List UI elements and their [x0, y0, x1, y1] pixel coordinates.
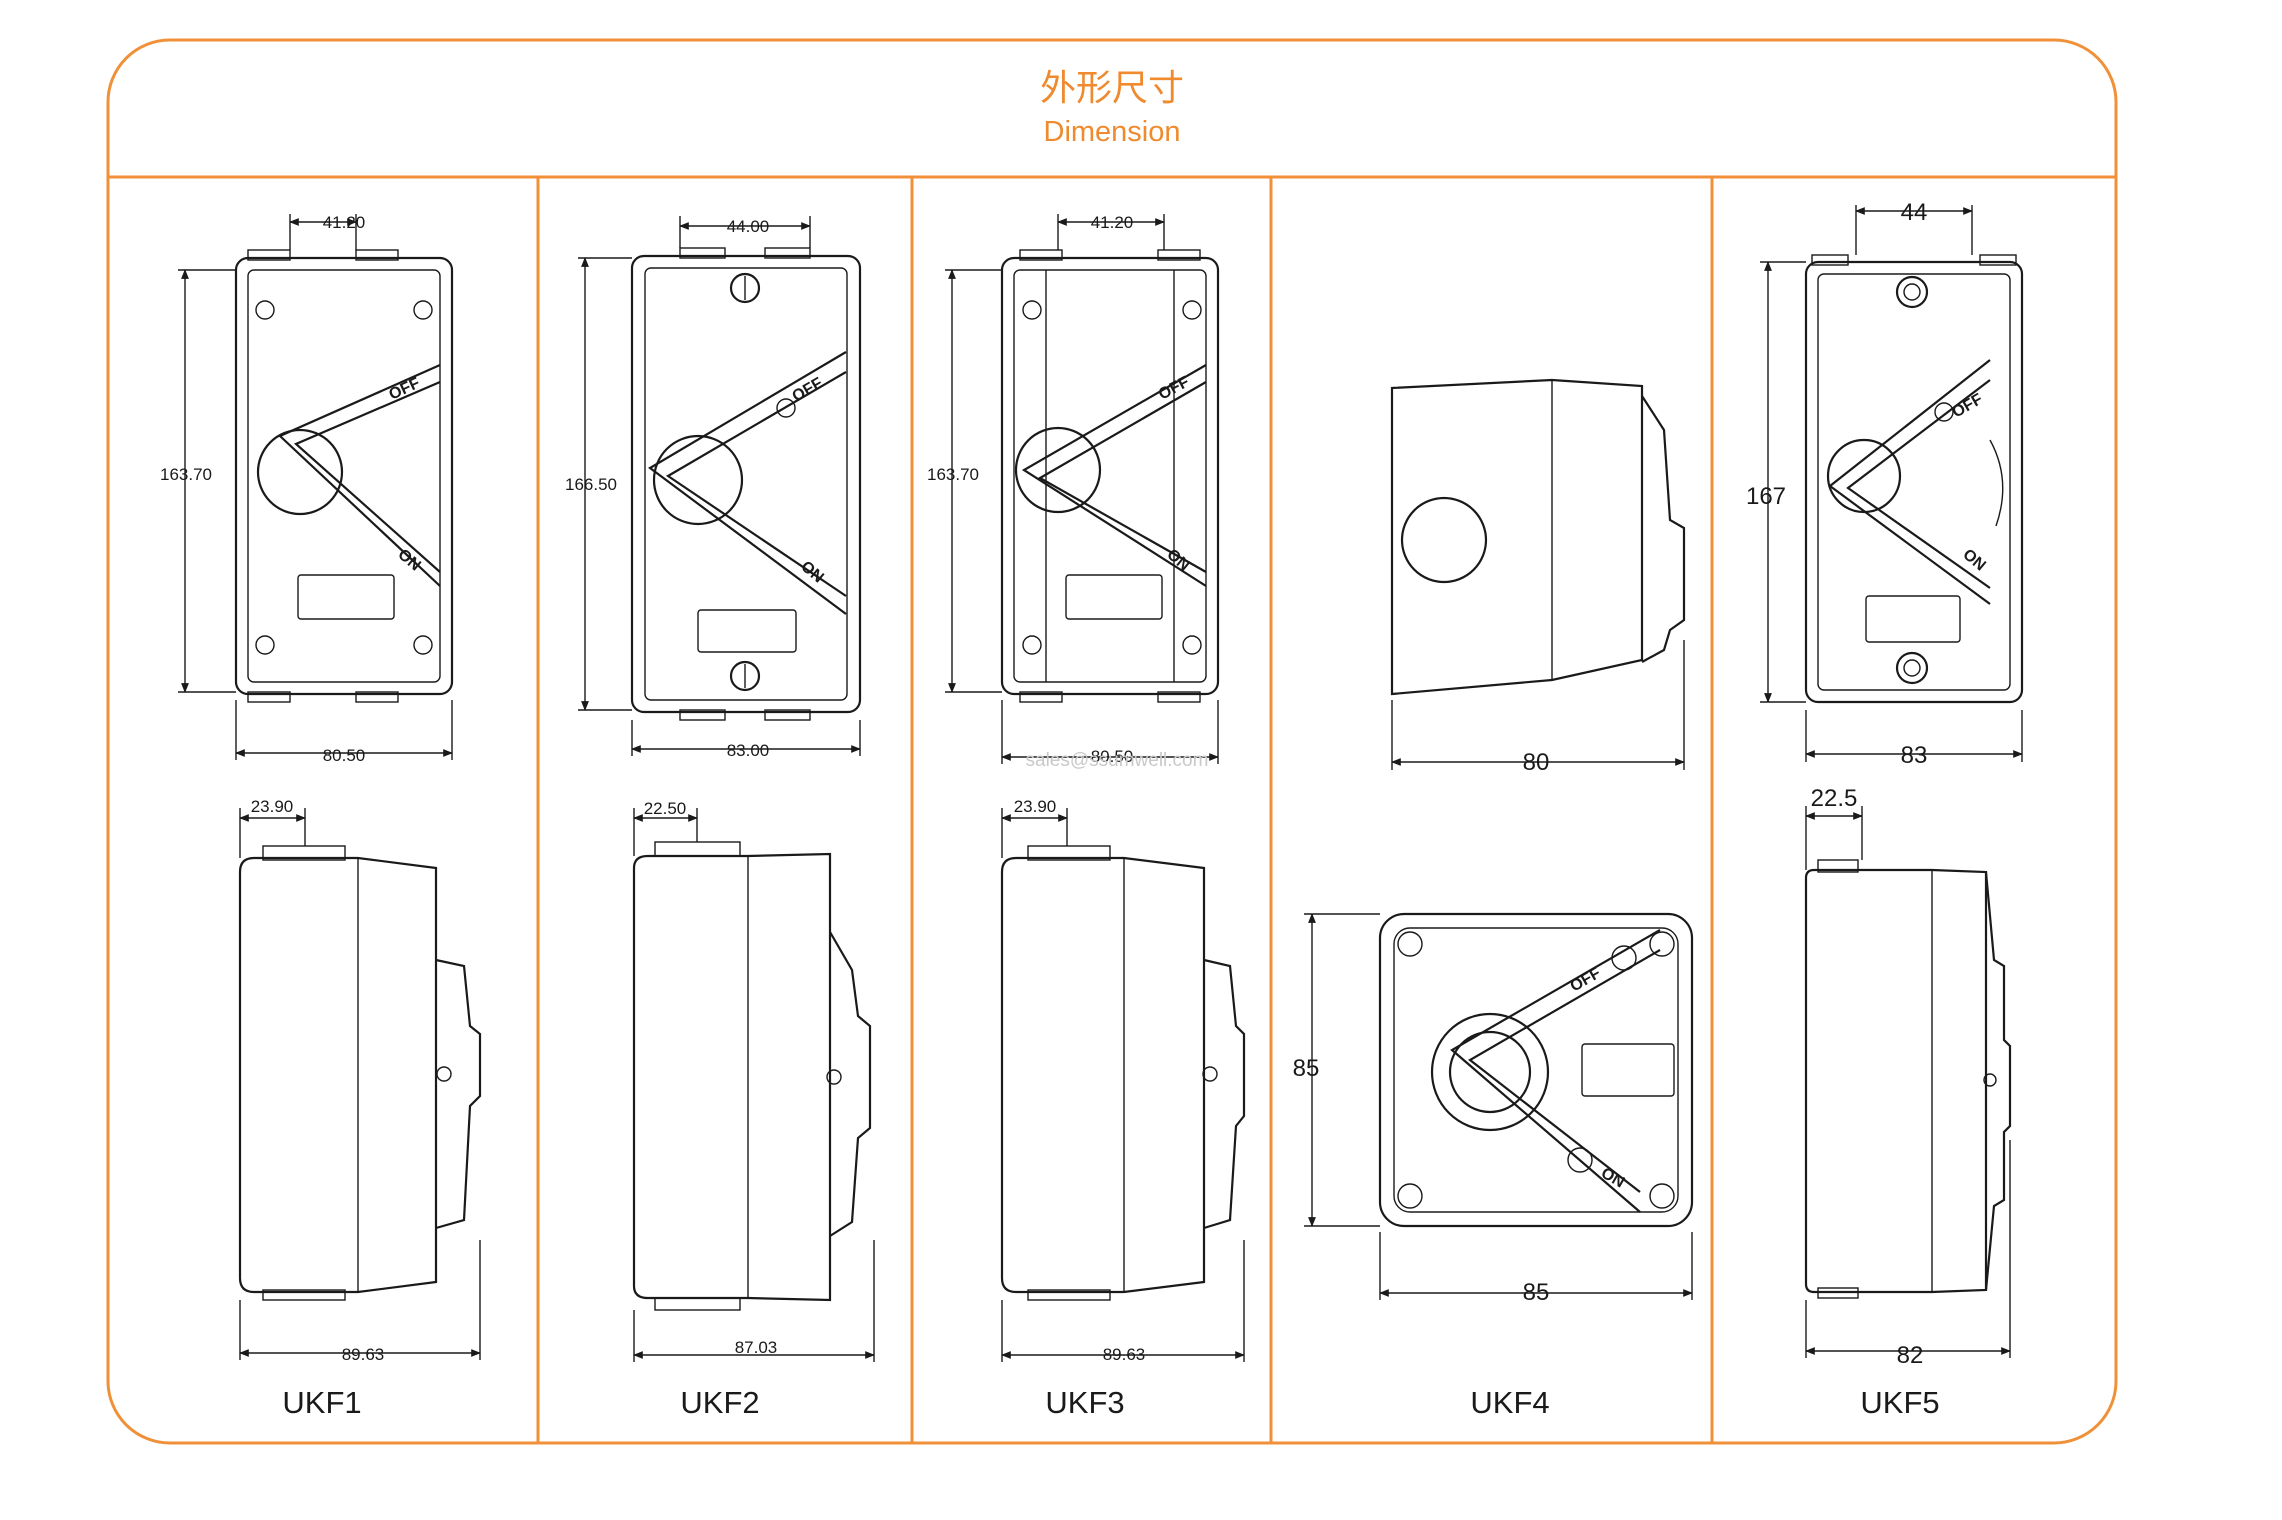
ukf2-depth-label: 87.03	[735, 1338, 778, 1357]
ukf5-side-offset-label: 22.5	[1811, 785, 1858, 812]
ukf1-side-view	[238, 845, 482, 1301]
ukf3-side-offset-label: 23.90	[1014, 797, 1057, 816]
ukf4-width-label: 85	[1523, 1279, 1550, 1306]
ukf5-front-dims: 44 167 83	[1746, 199, 2023, 769]
ukf4-depth-label: 80	[1523, 749, 1550, 776]
ukf3-front-dims: 41.20 163.70 80.50	[927, 213, 1219, 766]
ukf1-front-view: OFF ON	[234, 249, 454, 703]
ukf4-side-dims: 80	[1391, 640, 1685, 776]
ukf3-side-view	[1000, 845, 1246, 1301]
ukf5-width-label: 83	[1901, 742, 1928, 769]
ukf4-front-dims: 85 85	[1293, 913, 1693, 1306]
ukf4-on-label: ON	[1598, 1165, 1627, 1192]
ukf2-width-label: 83.00	[727, 741, 770, 760]
ukf1-on-label: ON	[394, 546, 423, 574]
ukf3-side-dims: 23.90 89.63	[1001, 797, 1245, 1364]
ukf5-depth-label: 82	[1897, 1342, 1924, 1369]
ukf5-model-label: UKF5	[1860, 1385, 1939, 1420]
ukf4-model-label: UKF4	[1470, 1385, 1549, 1420]
ukf5-side-dims: 22.5 82	[1805, 785, 2011, 1369]
ukf1-front-dims: 41.20 163.70 80.50	[160, 213, 453, 765]
ukf3-height-label: 163.70	[927, 465, 979, 484]
ukf3-width-label: 80.50	[1091, 747, 1134, 766]
page-title-en: Dimension	[1044, 116, 1181, 148]
ukf1-side-dims: 23.90 89.63	[239, 797, 481, 1364]
ukf1-height-label: 163.70	[160, 465, 212, 484]
ukf2-front-dims: 44.00 166.50 83.00	[565, 216, 861, 760]
ukf4-off-label: OFF	[1568, 965, 1604, 996]
ukf1-side-offset-label: 23.90	[251, 797, 294, 816]
ukf3-depth-label: 89.63	[1103, 1345, 1146, 1364]
ukf2-off-label: OFF	[790, 375, 826, 406]
ukf2-front-view: OFF ON	[630, 247, 862, 721]
ukf3-front-view: OFF ON	[1000, 249, 1220, 703]
watermark-email: sales@ssumwell.com	[1026, 750, 1209, 771]
ukf2-height-label: 166.50	[565, 475, 617, 494]
ukf4-front-view: OFF ON	[1378, 912, 1694, 1228]
ukf2-side-offset-label: 22.50	[644, 799, 687, 818]
ukf1-off-label: OFF	[387, 375, 423, 404]
page-title-cn: 外形尺寸	[1040, 68, 1184, 109]
ukf5-off-label: OFF	[1950, 391, 1986, 422]
ukf5-front-view: OFF ON	[1804, 254, 2024, 704]
ukf2-model-label: UKF2	[680, 1385, 759, 1420]
ukf2-hole-spacing-label: 44.00	[727, 217, 770, 236]
ukf3-hole-spacing-label: 41.20	[1091, 213, 1134, 232]
ukf5-height-label: 167	[1746, 483, 1786, 510]
ukf1-width-label: 80.50	[323, 746, 366, 765]
ukf5-hole-spacing-label: 44	[1901, 199, 1928, 226]
outer-frame	[106, 38, 2118, 1445]
ukf2-side-view	[632, 841, 872, 1311]
ukf3-model-label: UKF3	[1045, 1385, 1124, 1420]
ukf5-side-view	[1804, 859, 2012, 1299]
ukf1-depth-label: 89.63	[342, 1345, 385, 1364]
ukf2-side-dims: 22.50 87.03	[633, 799, 875, 1362]
ukf1-hole-spacing-label: 41.20	[323, 213, 366, 232]
ukf4-height-label: 85	[1293, 1055, 1320, 1082]
ukf1-model-label: UKF1	[282, 1385, 361, 1420]
ukf4-side-view	[1390, 378, 1686, 696]
